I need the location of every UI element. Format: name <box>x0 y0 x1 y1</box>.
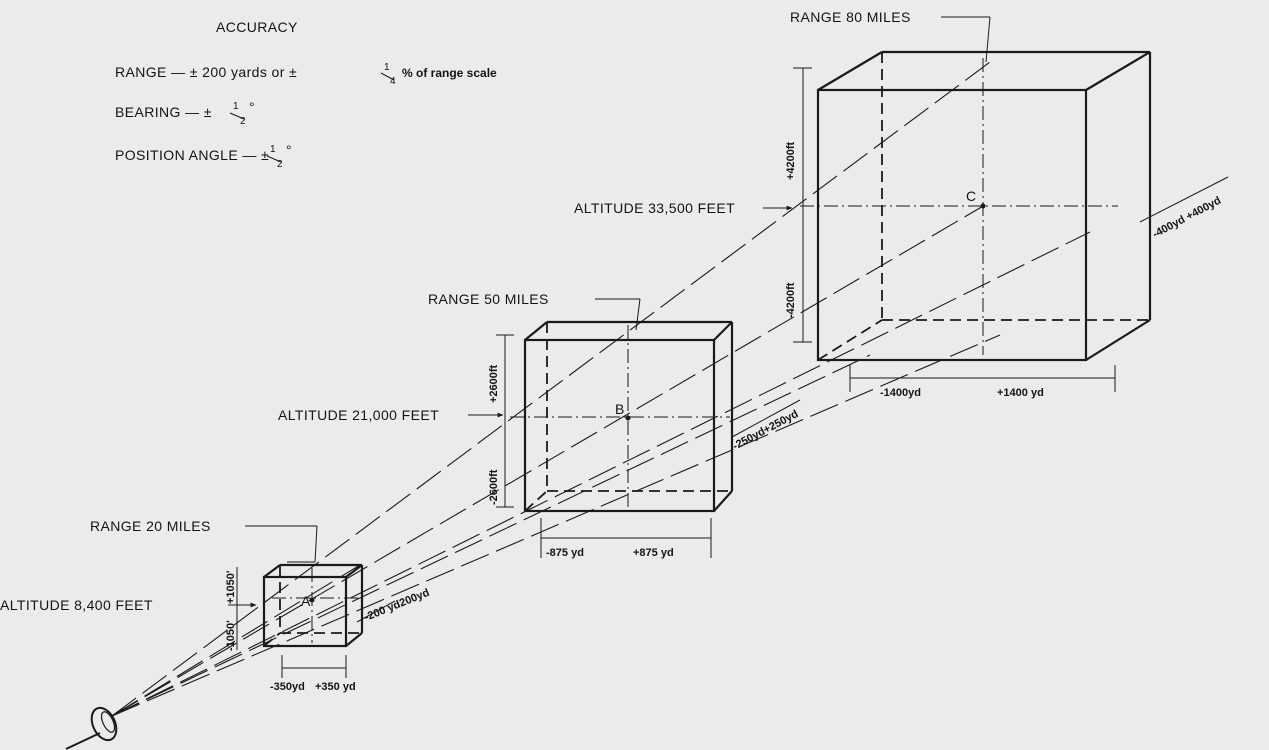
mid-width-left-label: -875 yd <box>546 547 584 559</box>
accuracy-title: ACCURACY <box>216 19 298 35</box>
sight-rays <box>111 61 1091 717</box>
svg-text:°: ° <box>249 99 255 115</box>
mid-width-right-label: +875 yd <box>633 547 674 559</box>
point-a-label: A <box>301 593 311 609</box>
point-c-label: C <box>966 188 976 204</box>
svg-text:1: 1 <box>233 101 239 112</box>
radar-antenna-icon <box>65 706 118 750</box>
far-width-left-label: -1400yd <box>880 387 921 399</box>
range-20-label: RANGE 20 MILES <box>90 518 211 534</box>
near-height-down-label: -1050' <box>225 620 237 651</box>
box-mid: B RANGE 50 MILES ALTITUDE 21,000 FEET +2… <box>278 291 800 559</box>
far-height-up-label: +4200ft <box>785 141 797 180</box>
point-b-label: B <box>615 401 624 417</box>
near-width-left-label: -350yd <box>270 681 305 693</box>
svg-text:°: ° <box>286 142 292 158</box>
mid-depth-label: -250yd+250yd <box>731 408 801 453</box>
accuracy-range-line: RANGE — ± 200 yards or ± 1 4 % of range … <box>115 62 497 87</box>
mid-height-down-label: -2600ft <box>488 469 500 505</box>
near-height-up-label: +1050' <box>225 570 237 604</box>
far-width-right-label: +1400 yd <box>997 387 1044 399</box>
far-depth-label: -400yd +400yd <box>1151 195 1223 241</box>
accuracy-position-angle-line: POSITION ANGLE — ± 1 2 ° <box>115 142 292 170</box>
accuracy-bearing-line: BEARING — ± 1 2 ° <box>115 99 255 127</box>
svg-text:1: 1 <box>270 144 276 155</box>
svg-text:RANGE — ± 200 yards or ±: RANGE — ± 200 yards or ± <box>115 64 297 80</box>
altitude-33500-label: ALTITUDE 33,500 FEET <box>574 200 735 216</box>
svg-text:4: 4 <box>390 76 396 87</box>
svg-text:2: 2 <box>277 159 283 170</box>
accuracy-legend: ACCURACY RANGE — ± 200 yards or ± 1 4 % … <box>115 19 497 170</box>
range-80-label: RANGE 80 MILES <box>790 9 911 25</box>
altitude-8400-label: ALTITUDE 8,400 FEET <box>0 597 153 613</box>
svg-text:1: 1 <box>384 62 390 73</box>
svg-text:POSITION ANGLE — ±: POSITION ANGLE — ± <box>115 147 269 163</box>
svg-text:BEARING — ±: BEARING — ± <box>115 104 212 120</box>
range-50-label: RANGE 50 MILES <box>428 291 549 307</box>
altitude-21000-label: ALTITUDE 21,000 FEET <box>278 407 439 423</box>
far-height-down-label: -4200ft <box>785 282 797 318</box>
near-width-right-label: +350 yd <box>315 681 356 693</box>
svg-text:% of range scale: % of range scale <box>402 66 497 80</box>
mid-height-up-label: +2600ft <box>488 364 500 403</box>
svg-text:2: 2 <box>240 116 246 127</box>
